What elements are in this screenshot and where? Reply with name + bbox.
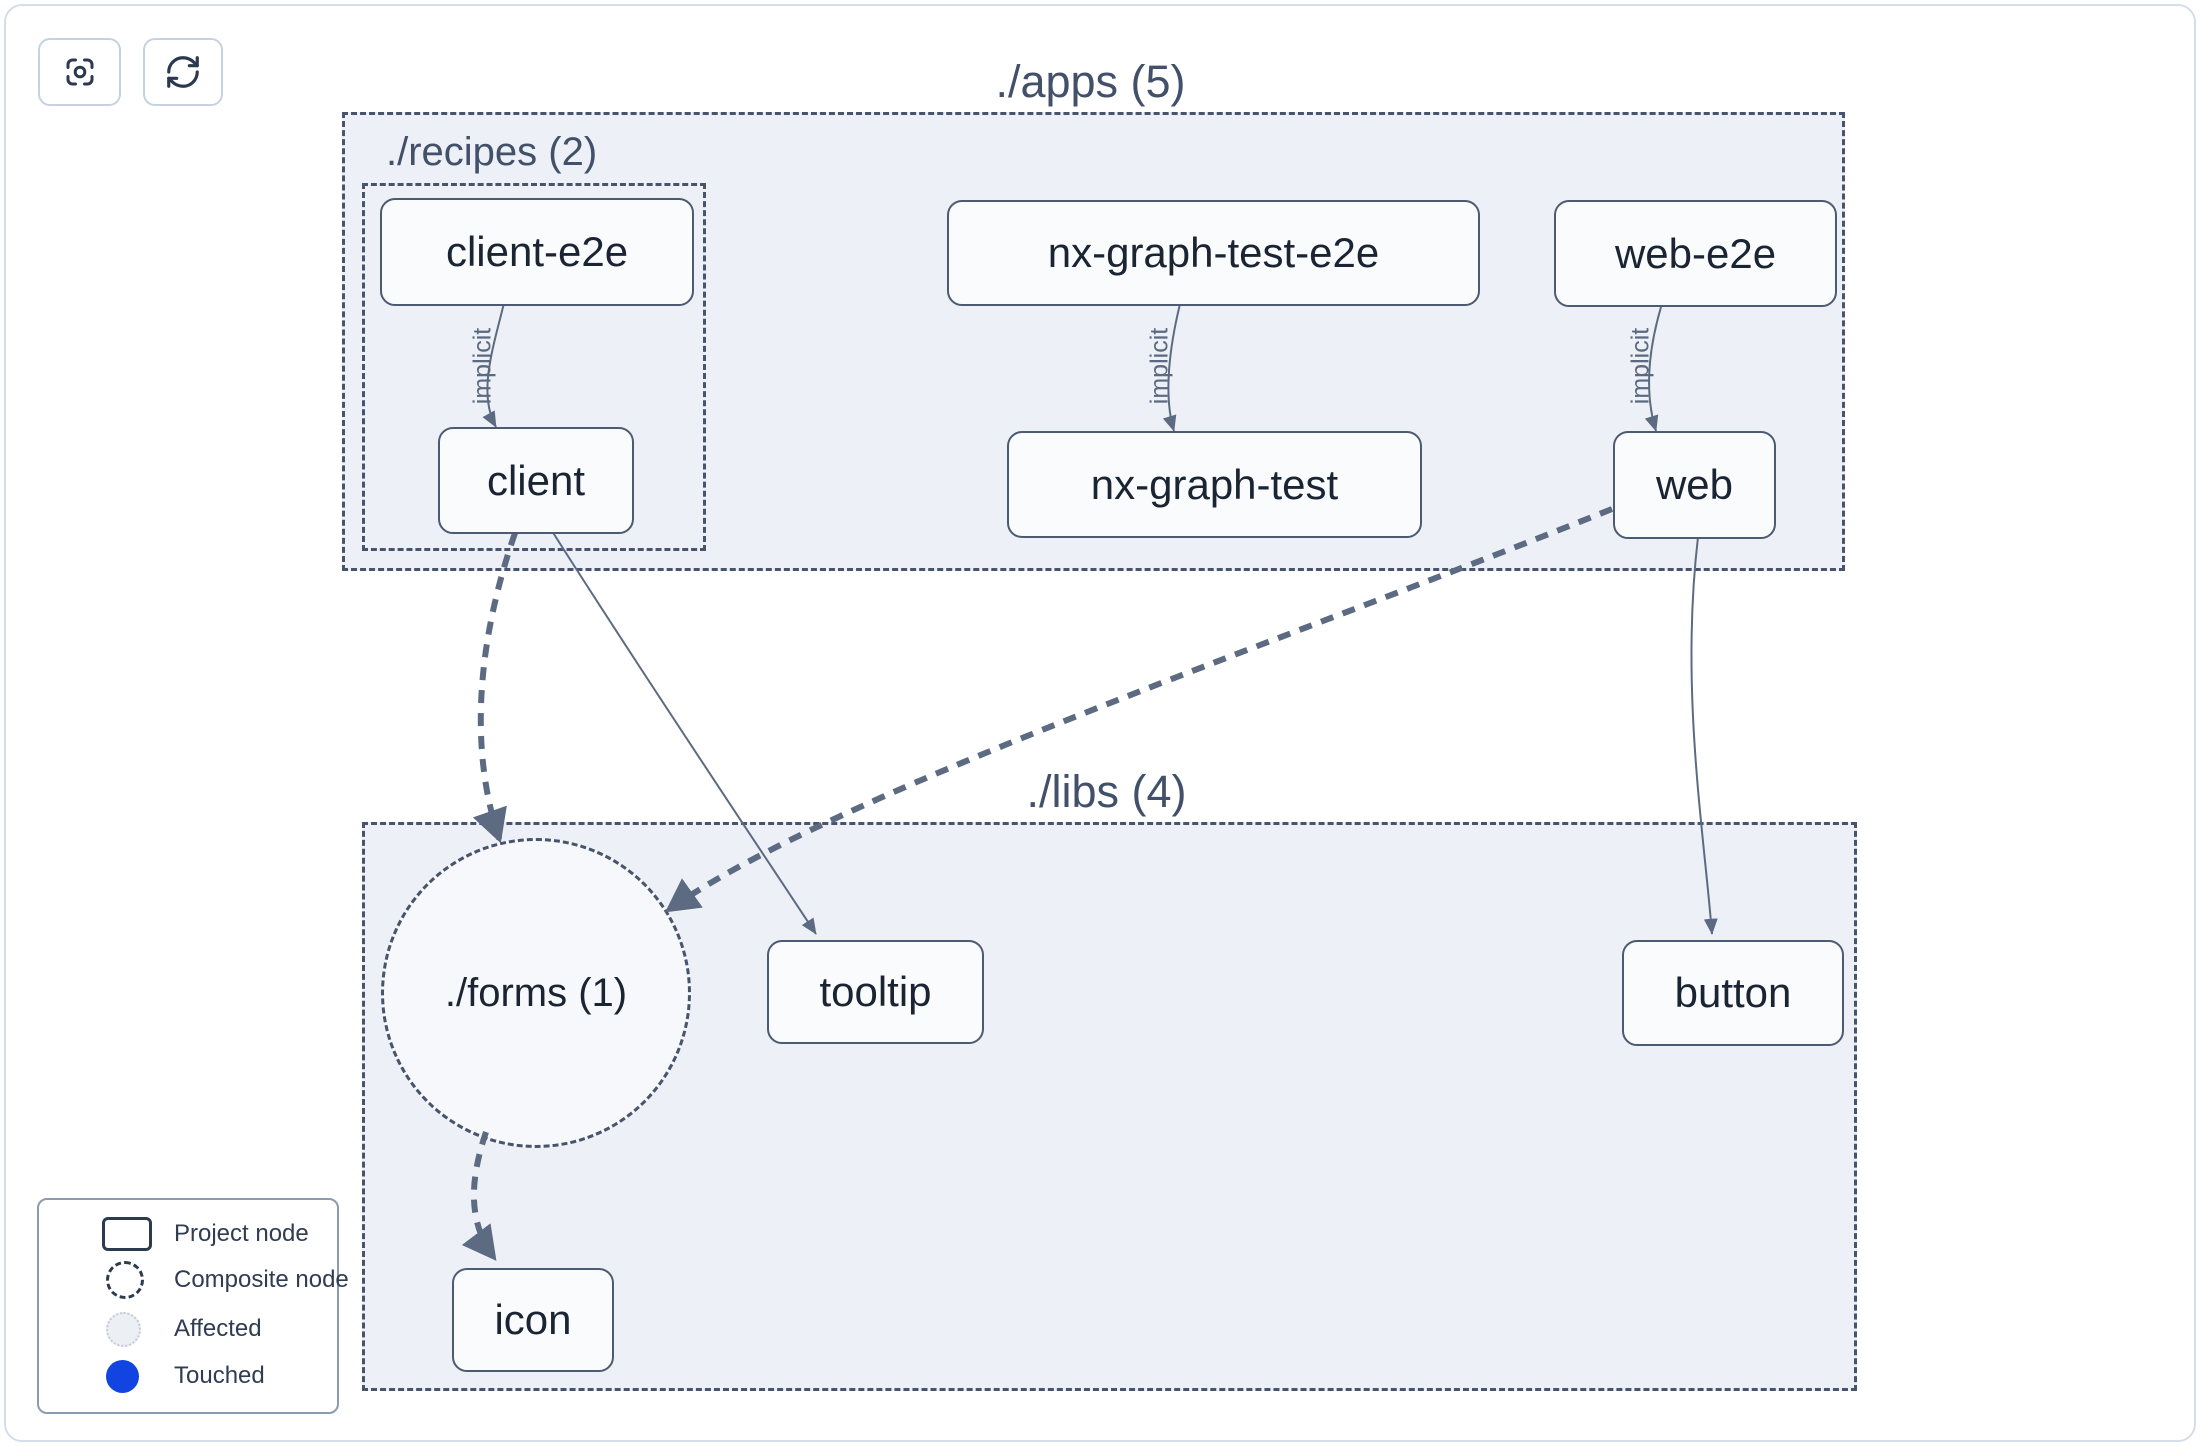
legend-label-affected: Affected: [174, 1315, 262, 1342]
group-recipes-label: ./recipes (2): [386, 130, 598, 174]
project-node-icon: [102, 1217, 152, 1251]
composite-node-forms-label: ./forms (1): [444, 970, 628, 1015]
legend-row-affected: Affected: [39, 1311, 337, 1347]
legend-label-touched: Touched: [174, 1362, 265, 1389]
edge-label-implicit-nx-graph-test: implicit: [1145, 327, 1174, 405]
node-client[interactable]: client: [438, 427, 634, 534]
composite-node-forms[interactable]: ./forms (1): [381, 838, 691, 1148]
node-nx-graph-test-label: nx-graph-test: [1090, 460, 1339, 508]
node-client-e2e-label: client-e2e: [445, 228, 629, 275]
composite-node-icon: [106, 1261, 144, 1299]
node-tooltip[interactable]: tooltip: [767, 940, 984, 1044]
group-apps-label: ./apps (5): [995, 56, 1186, 107]
node-button-label: button: [1674, 969, 1792, 1016]
node-icon-label: icon: [494, 1296, 572, 1343]
node-icon[interactable]: icon: [452, 1268, 614, 1372]
refresh-icon: [167, 56, 199, 88]
touched-icon: [106, 1359, 139, 1393]
legend-row-composite-node: Composite node: [39, 1261, 349, 1299]
edge-label-implicit-web: implicit: [1626, 327, 1655, 405]
legend: Project node Composite node Affected Tou…: [37, 1198, 349, 1414]
focus-button[interactable]: [38, 38, 121, 106]
node-client-e2e[interactable]: client-e2e: [380, 198, 694, 306]
node-button[interactable]: button: [1622, 940, 1844, 1046]
legend-label-composite-node: Composite node: [174, 1266, 349, 1293]
group-libs-label: ./libs (4): [1026, 766, 1187, 817]
node-tooltip-label: tooltip: [819, 968, 932, 1015]
node-nx-graph-test-e2e[interactable]: nx-graph-test-e2e: [947, 200, 1480, 306]
refresh-button[interactable]: [143, 38, 223, 106]
node-web-e2e[interactable]: web-e2e: [1554, 200, 1837, 307]
node-web-e2e-label: web-e2e: [1614, 229, 1777, 277]
node-nx-graph-test[interactable]: nx-graph-test: [1007, 431, 1422, 538]
affected-icon: [106, 1311, 141, 1347]
node-client-label: client: [486, 456, 586, 504]
crosshair-focus-icon: [66, 58, 93, 86]
node-nx-graph-test-e2e-label: nx-graph-test-e2e: [1047, 229, 1380, 276]
node-web[interactable]: web: [1613, 431, 1776, 539]
node-web-label: web: [1655, 461, 1734, 508]
legend-row-touched: Touched: [39, 1359, 337, 1393]
legend-label-project-node: Project node: [174, 1220, 309, 1247]
edge-label-implicit-client: implicit: [468, 327, 497, 405]
legend-row-project-node: Project node: [39, 1217, 337, 1251]
